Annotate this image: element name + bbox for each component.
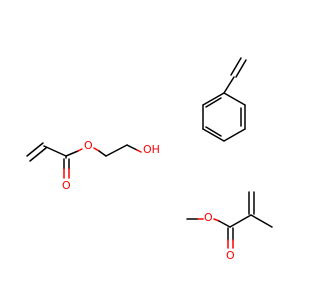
vinyl-double-bond-outer <box>26 142 44 157</box>
ester-oxygen-to-carbonyl-bond-red <box>213 218 220 222</box>
ester-oxygen-to-chain-bond-red <box>93 147 100 152</box>
hydroxyethyl-acrylate-molecule: O O OH <box>26 139 160 192</box>
ester-oxygen-to-chain-bond <box>98 150 107 157</box>
ring-bond-1 <box>223 92 246 106</box>
chain-to-hydroxyl-bond <box>126 144 138 151</box>
ring-bond-4 <box>202 128 225 142</box>
ring-bond-3 <box>223 128 246 142</box>
ring-aromatic-inner-bond-2 <box>205 126 222 137</box>
ring-bond-6 <box>202 92 225 106</box>
alpha-carbon-to-methyl-bond <box>250 214 273 228</box>
styrene-molecule <box>202 57 247 142</box>
ester-oxygen-to-carbonyl-bond <box>218 220 231 228</box>
vinyl-to-carbonyl-bond <box>43 145 67 157</box>
vinyl-double-bond-inner <box>29 147 47 162</box>
carbonyl-to-ester-oxygen-bond <box>65 150 79 157</box>
mma-ester-oxygen-label: O <box>204 211 213 224</box>
chemical-structure-svg: O O OH <box>26 57 273 262</box>
ring-aromatic-inner-bond-3 <box>205 97 222 108</box>
carbonyl-oxygen-label: O <box>62 179 71 192</box>
hydroxyl-label: OH <box>143 143 160 156</box>
styrene-vinyl-double-bond-outer <box>235 59 247 78</box>
ethylene-bond <box>105 144 128 157</box>
methyl-methacrylate-molecule: O O <box>186 191 273 262</box>
ester-oxygen-label: O <box>84 139 93 152</box>
chain-to-hydroxyl-bond-red <box>136 149 142 153</box>
mma-carbonyl-oxygen-label: O <box>226 249 235 262</box>
styrene-vinyl-to-ring-bond <box>223 76 235 94</box>
carbonyl-to-alpha-carbon-bond <box>229 214 252 228</box>
carbonyl-to-ester-oxygen-bond-red <box>77 148 83 152</box>
styrene-vinyl-double-bond-inner <box>230 57 242 76</box>
chemical-structure-canvas: O O OH <box>26 57 273 262</box>
